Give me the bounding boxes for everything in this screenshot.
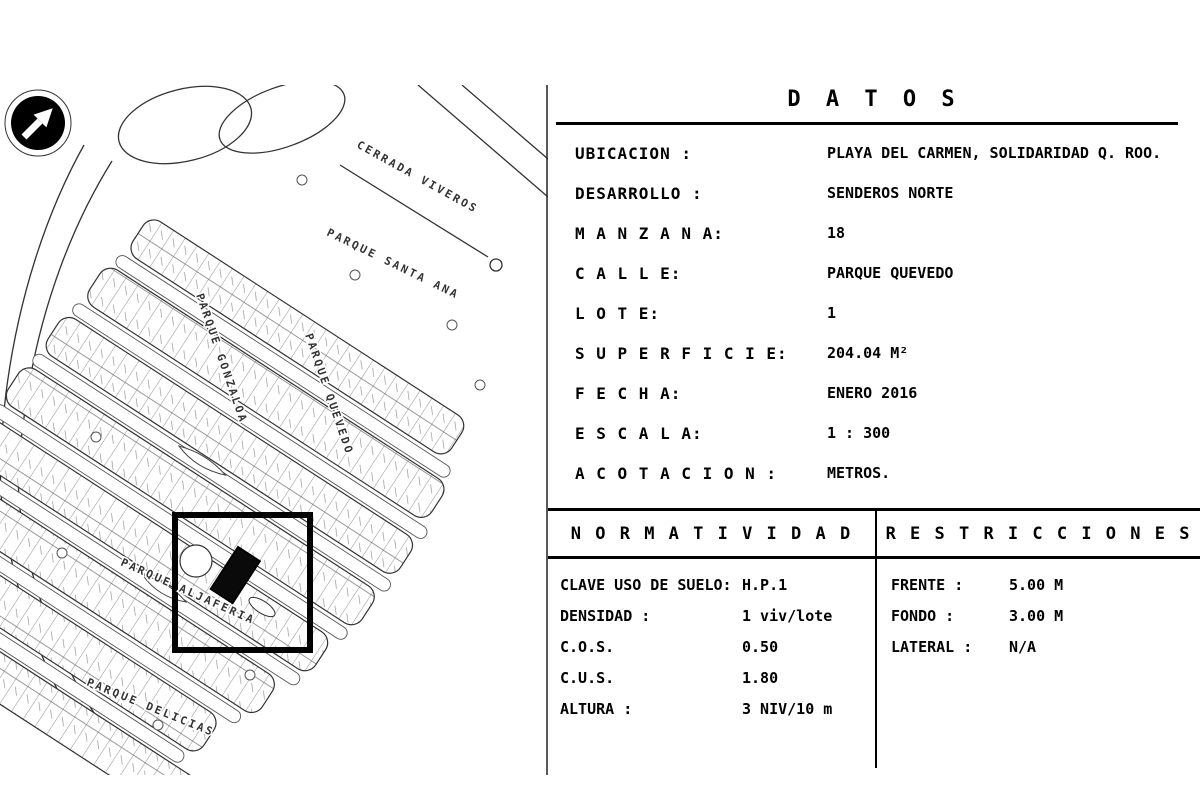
normatividad-column: N O R M A T I V I D A D CLAVE USO DE SUE… bbox=[548, 511, 875, 768]
norm-label: C.U.S. bbox=[560, 668, 615, 687]
datos-label: S U P E R F I C I E: bbox=[575, 343, 788, 363]
norm-row-cos: C.O.S. 0.50 bbox=[548, 631, 875, 662]
norm-row-densidad: DENSIDAD : 1 viv/lote bbox=[548, 600, 875, 631]
normatividad-restricciones-section: N O R M A T I V I D A D CLAVE USO DE SUE… bbox=[548, 508, 1200, 768]
normatividad-title: N O R M A T I V I D A D bbox=[548, 511, 875, 559]
datos-label: M A N Z A N A: bbox=[575, 223, 724, 243]
datos-value: 18 bbox=[827, 224, 846, 242]
lot-highlight-box bbox=[172, 512, 313, 653]
datos-row-escala: E S C A L A: 1 : 300 bbox=[548, 413, 1200, 453]
street-label-parque-santa-ana: PARQUE SANTA ANA bbox=[325, 226, 462, 302]
datos-row-fecha: F E C H A: ENERO 2016 bbox=[548, 373, 1200, 413]
lot-highlight bbox=[172, 512, 313, 653]
norm-label: ALTURA : bbox=[560, 699, 633, 718]
datos-value: SENDEROS NORTE bbox=[827, 184, 954, 202]
datos-value: PARQUE QUEVEDO bbox=[827, 264, 954, 282]
normatividad-table: CLAVE USO DE SUELO: H.P.1 DENSIDAD : 1 v… bbox=[548, 559, 875, 724]
site-plan-map: CERRADA VIVEROS PARQUE SANTA ANA PARQUE … bbox=[0, 85, 548, 775]
datos-value: ENERO 2016 bbox=[827, 384, 918, 402]
datos-row-manzana: M A N Z A N A: 18 bbox=[548, 213, 1200, 253]
norm-value: 1.80 bbox=[742, 668, 779, 687]
restr-row-lateral: LATERAL : N/A bbox=[877, 631, 1200, 662]
norm-label: DENSIDAD : bbox=[560, 606, 651, 625]
datos-row-acotacion: A C O T A C I O N : METROS. bbox=[548, 453, 1200, 493]
norm-value: H.P.1 bbox=[742, 575, 788, 594]
restr-row-frente: FRENTE : 5.00 M bbox=[877, 569, 1200, 600]
datos-label: L O T E: bbox=[575, 303, 661, 323]
restricciones-title: R E S T R I C C I O N E S bbox=[877, 511, 1200, 559]
restr-label: LATERAL : bbox=[891, 637, 973, 656]
datos-row-lote: L O T E: 1 bbox=[548, 293, 1200, 333]
norm-row-altura: ALTURA : 3 NIV/10 m bbox=[548, 693, 875, 724]
street-label-cerrada-viveros: CERRADA VIVEROS bbox=[355, 138, 481, 216]
street-outlines bbox=[0, 255, 451, 763]
datos-label: A C O T A C I O N : bbox=[575, 463, 778, 483]
restricciones-table: FRENTE : 5.00 M FONDO : 3.00 M LATERAL :… bbox=[877, 559, 1200, 662]
datos-value: PLAYA DEL CARMEN, SOLIDARIDAD Q. ROO. bbox=[827, 144, 1162, 162]
datos-value: 204.04 M² bbox=[827, 344, 909, 362]
norm-value: 0.50 bbox=[742, 637, 779, 656]
datos-row-desarrollo: DESARROLLO : SENDEROS NORTE bbox=[548, 173, 1200, 213]
datos-value: METROS. bbox=[827, 464, 891, 482]
restr-label: FONDO : bbox=[891, 606, 955, 625]
median-island-small bbox=[248, 596, 276, 618]
datos-value: 1 bbox=[827, 304, 837, 322]
norm-value: 1 viv/lote bbox=[742, 606, 833, 625]
datos-row-ubicacion: UBICACION : PLAYA DEL CARMEN, SOLIDARIDA… bbox=[548, 133, 1200, 173]
datos-row-calle: C A L L E: PARQUE QUEVEDO bbox=[548, 253, 1200, 293]
datos-label: C A L L E: bbox=[575, 263, 682, 283]
block-markers bbox=[56, 174, 486, 731]
norm-label: CLAVE USO DE SUELO: bbox=[560, 575, 732, 594]
north-arrow-icon bbox=[4, 89, 72, 157]
restr-value: 5.00 M bbox=[1009, 575, 1064, 594]
restr-value: 3.00 M bbox=[1009, 606, 1064, 625]
datos-label: E S C A L A: bbox=[575, 423, 703, 443]
datos-label: UBICACION : bbox=[575, 143, 692, 163]
norm-value: 3 NIV/10 m bbox=[742, 699, 833, 718]
restricciones-column: R E S T R I C C I O N E S FRENTE : 5.00 … bbox=[875, 511, 1200, 768]
datos-label: F E C H A: bbox=[575, 383, 682, 403]
subject-lot-fill bbox=[209, 545, 262, 605]
subdivision-blocks bbox=[0, 219, 465, 775]
restr-label: FRENTE : bbox=[891, 575, 964, 594]
norm-row-cus: C.U.S. 1.80 bbox=[548, 662, 875, 693]
datos-table: UBICACION : PLAYA DEL CARMEN, SOLIDARIDA… bbox=[548, 133, 1200, 493]
restr-value: N/A bbox=[1009, 637, 1037, 656]
restr-row-fondo: FONDO : 3.00 M bbox=[877, 600, 1200, 631]
datos-value: 1 : 300 bbox=[827, 424, 891, 442]
datos-title-rule bbox=[556, 122, 1178, 125]
datos-title: D A T O S bbox=[787, 87, 961, 112]
datos-label: DESARROLLO : bbox=[575, 183, 703, 203]
data-panel: D A T O S UBICACION : PLAYA DEL CARMEN, … bbox=[548, 85, 1200, 768]
street-end-circle bbox=[179, 544, 213, 578]
datos-row-superficie: S U P E R F I C I E: 204.04 M² bbox=[548, 333, 1200, 373]
norm-row-clave: CLAVE USO DE SUELO: H.P.1 bbox=[548, 569, 875, 600]
norm-label: C.O.S. bbox=[560, 637, 615, 656]
